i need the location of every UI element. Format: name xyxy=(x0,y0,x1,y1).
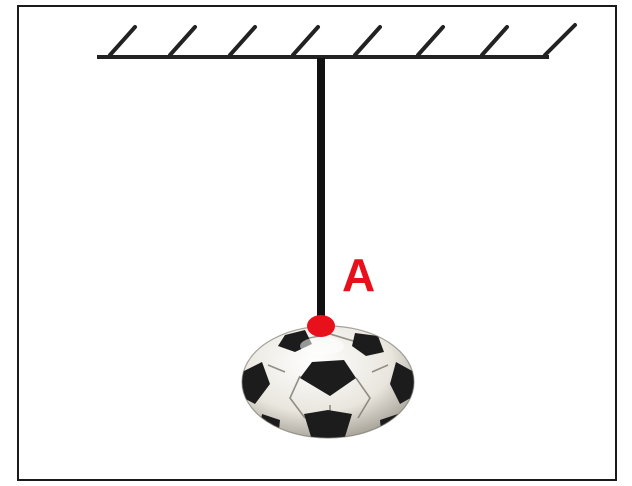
ball-patch xyxy=(390,362,414,404)
ball-patch xyxy=(304,410,352,438)
ball-patch xyxy=(300,360,356,396)
ceiling xyxy=(97,23,577,59)
ball-patch xyxy=(242,362,270,404)
point-a-marker xyxy=(307,315,335,337)
soccer-ball xyxy=(241,325,415,439)
point-a-label: A xyxy=(342,249,376,301)
ceiling-hatching xyxy=(108,23,577,57)
ball-patch xyxy=(352,333,384,356)
